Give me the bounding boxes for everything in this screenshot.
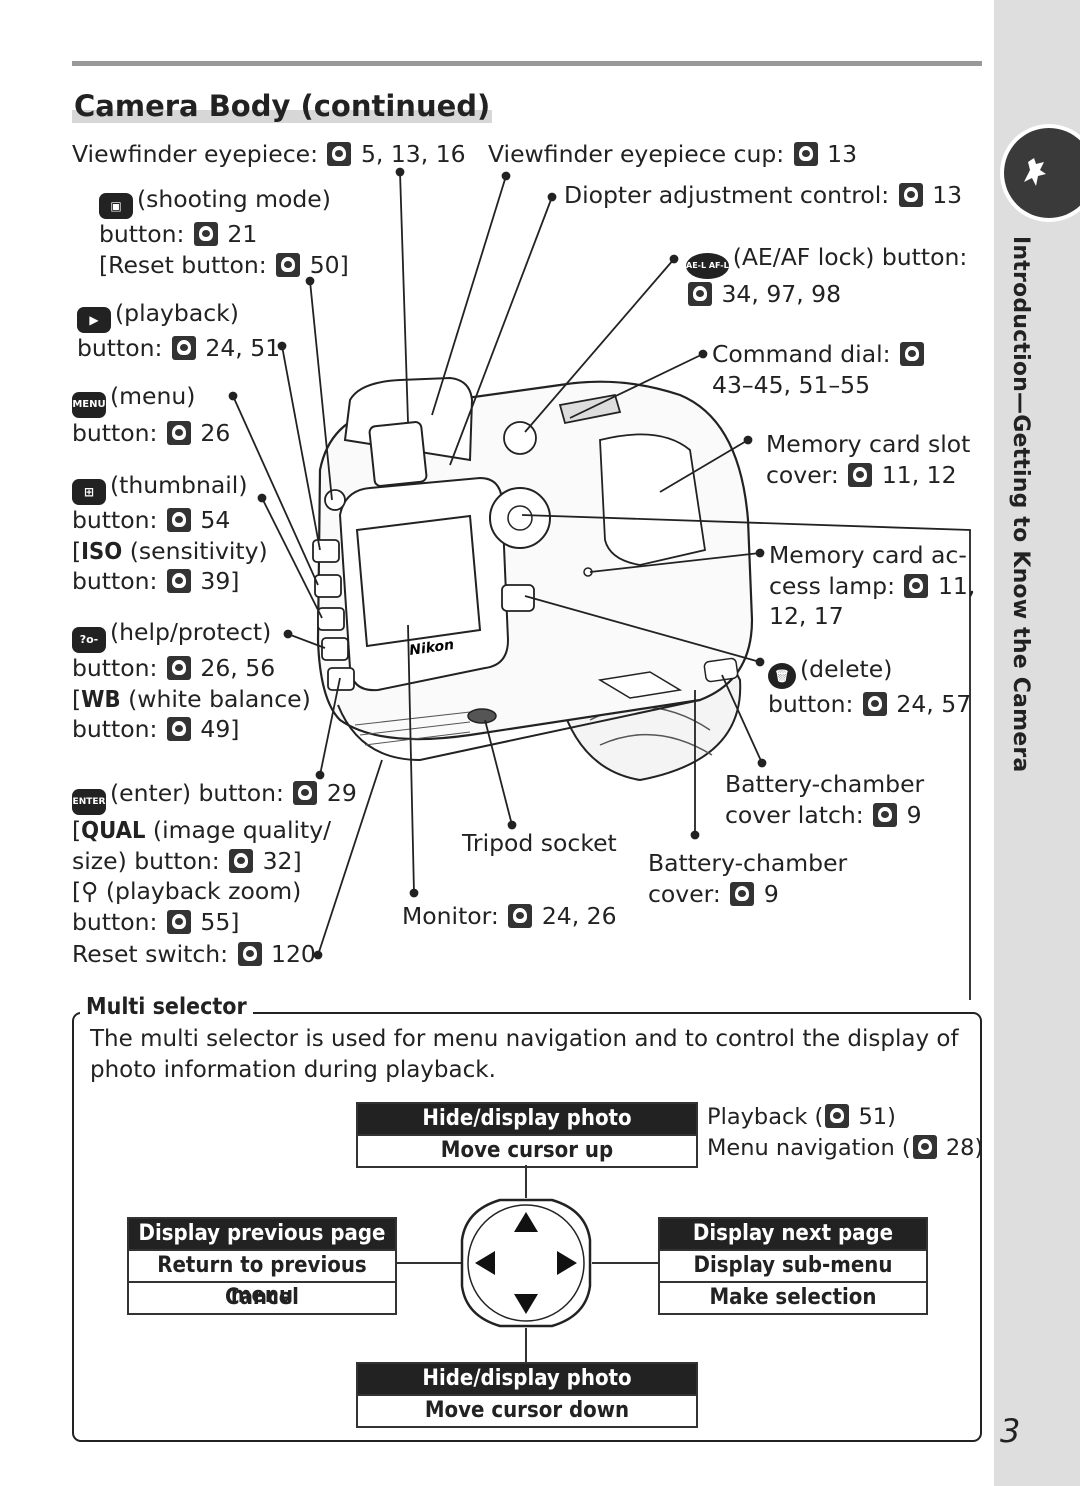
trash-icon: 🗑 [768,663,796,689]
camera-brand: Nikon [408,637,455,659]
menu-icon: MENU [72,392,106,418]
arrow-up-icon [514,1212,538,1232]
rooster-icon [1024,158,1046,186]
page-ref-icon [237,942,262,966]
side-tab-label: Introduction—Getting to Know the Camera [1008,236,1033,773]
ae-af-lock-icon: AE-L AF-L [686,253,729,279]
zoom-icon: ⚲ [81,877,99,905]
shooting-mode-label: ▣(shooting mode)button: 21[Reset button:… [99,185,349,279]
page-ref-icon [171,336,196,360]
page-ref-icon [898,183,923,207]
page-ref-icon [688,282,712,306]
enter-icon: ENTER [72,789,106,815]
help-protect-label: ?o-(help/protect)button: 26, 56[WB (whit… [72,618,311,743]
multi-selector-dial [460,1198,592,1328]
thumbnail-label: ⊞(thumbnail)button: 54[ISO (sensitivity)… [72,471,268,595]
up-function-menu: Move cursor up [358,1134,696,1166]
multi-selector-description: The multi selector is used for menu navi… [90,1026,959,1083]
page-ref-icon [508,904,533,928]
enter-label: ENTER(enter) button: 29[QUAL (image qual… [72,779,357,936]
page-number: 3 [1000,1412,1021,1450]
side-tab [994,0,1080,1486]
playback-icon: ▶ [77,307,111,333]
page-ref-icon [166,909,191,934]
monitor-label: Monitor: 24, 26 [402,902,617,930]
page-ref-icon [166,421,191,445]
page-ref-icon [193,222,218,246]
page-ref-icon [166,569,191,593]
arrow-left-icon [475,1251,495,1275]
page-ref-icon [848,462,873,487]
page-ref-icon [825,1104,850,1128]
down-function-menu: Move cursor down [358,1394,696,1426]
multi-selector-heading: Multi selector [80,994,253,1020]
page-ref-icon [862,692,887,716]
function-box-right: Display next page Display sub-menu Make … [658,1217,928,1315]
page-title: Camera Body (continued) [72,89,493,123]
page-ref-icon [730,881,755,906]
multi-selector-panel [72,1012,982,1442]
camera-illustration: Nikon [228,167,971,1000]
page-ref-icon [327,142,352,166]
arrow-right-icon [557,1251,577,1275]
down-function-playback: Hide/display photo information [358,1364,696,1421]
right-function-1: Display next page [660,1219,926,1249]
side-tab-circle [1004,128,1080,218]
up-function-playback: Hide/display photo information [358,1104,696,1161]
page-ref-icon [166,717,191,741]
playback-label: ▶(playback)button: 24, 51 [77,299,281,362]
page-ref-icon [873,802,898,827]
menu-label: MENU(menu)button: 26 [72,382,231,447]
left-function-1: Display previous page [129,1219,395,1249]
multi-selector-diagram [396,1165,658,1365]
ae-af-lock-label: AE-L AF-L(AE/AF lock) button: 34, 97, 98 [686,243,968,308]
delete-label: 🗑(delete)button: 24, 57 [768,655,972,718]
page-ref-icon [166,656,191,680]
left-function-2: Return to previous menu [129,1249,395,1308]
function-box-left: Display previous page Return to previous… [127,1217,397,1315]
viewfinder-eyepiece [368,421,428,487]
page-ref-icon [166,508,191,532]
page-ref-icon [229,848,254,873]
thumbnail-icon: ⊞ [72,479,106,505]
right-function-2: Display sub-menu [660,1249,926,1281]
access-lamp-label: Memory card ac-cess lamp: 11,12, 17 [769,541,976,630]
reset-switch-label: Reset switch: 120 [72,940,316,968]
top-rule [72,61,982,66]
diopter-label: Diopter adjustment control: 13 [564,181,963,209]
page-ref-icon [293,781,318,805]
monitor-screen [355,514,482,648]
help-protect-icon: ?o- [72,627,106,653]
viewfinder-eyepiece-label: Viewfinder eyepiece: 5, 13, 16 [72,140,466,168]
command-dial-label: Command dial: 43–45, 51–55 [712,339,926,400]
tripod-socket-label: Tripod socket [462,829,617,857]
arrow-down-icon [514,1294,538,1314]
shooting-mode-icon: ▣ [99,193,133,219]
right-function-3: Make selection [660,1281,926,1313]
eyepiece-cup-label: Viewfinder eyepiece cup: 13 [488,140,858,168]
page-ref-icon [793,142,818,166]
function-box-up: Hide/display photo information Move curs… [356,1102,698,1168]
page-ref-icon [900,342,925,366]
page-ref-icon [904,573,929,598]
page-ref-icon [912,1135,937,1159]
left-function-3: Cancel [129,1281,395,1313]
up-side-note: Playback ( 51)Menu navigation ( 28) [707,1104,984,1161]
page-ref-icon [276,252,301,277]
function-box-down: Hide/display photo information Move curs… [356,1362,698,1428]
